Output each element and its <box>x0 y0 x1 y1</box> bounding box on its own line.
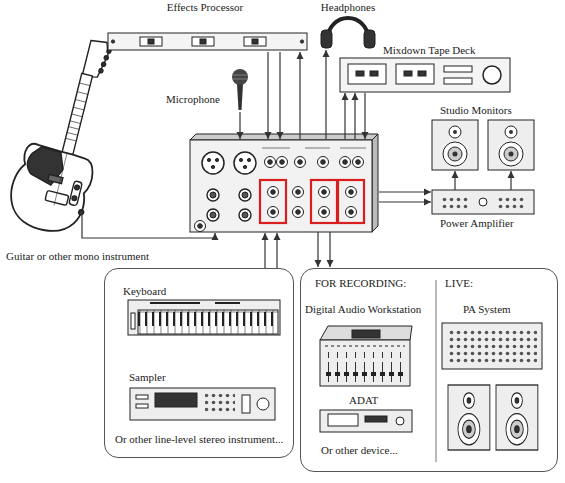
device-label: PA System <box>463 303 511 316</box>
device-label: Sampler <box>129 371 166 384</box>
headphones-drawing <box>321 18 375 48</box>
device-label: Effects Processor <box>167 1 243 14</box>
divider-line <box>436 280 437 462</box>
device-label: Guitar or other mono instrument <box>6 250 149 263</box>
effects-processor-drawing <box>108 33 307 50</box>
device-name: Guitar or other mono instrument <box>6 250 149 263</box>
pa-system-drawing <box>442 323 542 450</box>
group-text: Or other line-level stereo instrument... <box>115 433 283 446</box>
device-label: ADAT <box>349 394 378 407</box>
keyboard-drawing <box>128 300 280 335</box>
adat-drawing <box>320 410 412 432</box>
group-text: Or other device... <box>321 444 398 457</box>
signal-wires <box>82 50 511 268</box>
power-amplifier-drawing <box>432 190 534 214</box>
sampler-drawing <box>130 388 275 420</box>
device-label: Studio Monitors <box>440 104 512 117</box>
device-label: Keyboard <box>123 285 166 298</box>
group-box: FOR RECORDING: LIVE: Or other device... Dig… <box>300 268 558 472</box>
guitar-drawing <box>4 29 125 239</box>
device-label: Power Amplifier <box>440 217 514 230</box>
daw-drawing <box>320 326 412 386</box>
device-label: Microphone <box>166 93 220 106</box>
device-name: ADAT <box>349 394 378 407</box>
mixer-drawing <box>190 134 378 232</box>
device-name: Mixdown Tape Deck <box>383 44 476 57</box>
device-label: Digital Audio Workstation <box>305 303 421 316</box>
device-label: Headphones <box>321 1 375 14</box>
device-name: Effects Processor <box>167 1 243 14</box>
device-name: Headphones <box>321 1 375 14</box>
device-label: Mixdown Tape Deck <box>383 44 476 57</box>
device-name: Microphone <box>166 93 220 106</box>
group-text: LIVE: <box>445 277 473 290</box>
microphone-drawing <box>232 69 248 110</box>
device-name: Studio Monitors <box>440 104 512 117</box>
device-name: Sampler <box>129 371 166 384</box>
device-name: PA System <box>463 303 511 316</box>
device-name: Power Amplifier <box>440 217 514 230</box>
device-name: Digital Audio Workstation <box>305 303 421 316</box>
tape-deck-drawing <box>340 58 510 92</box>
studio-monitors-drawing <box>432 120 534 170</box>
group-box: Or other line-level stereo instrument...… <box>104 268 294 458</box>
device-name: Keyboard <box>123 285 166 298</box>
group-text: FOR RECORDING: <box>315 277 406 290</box>
